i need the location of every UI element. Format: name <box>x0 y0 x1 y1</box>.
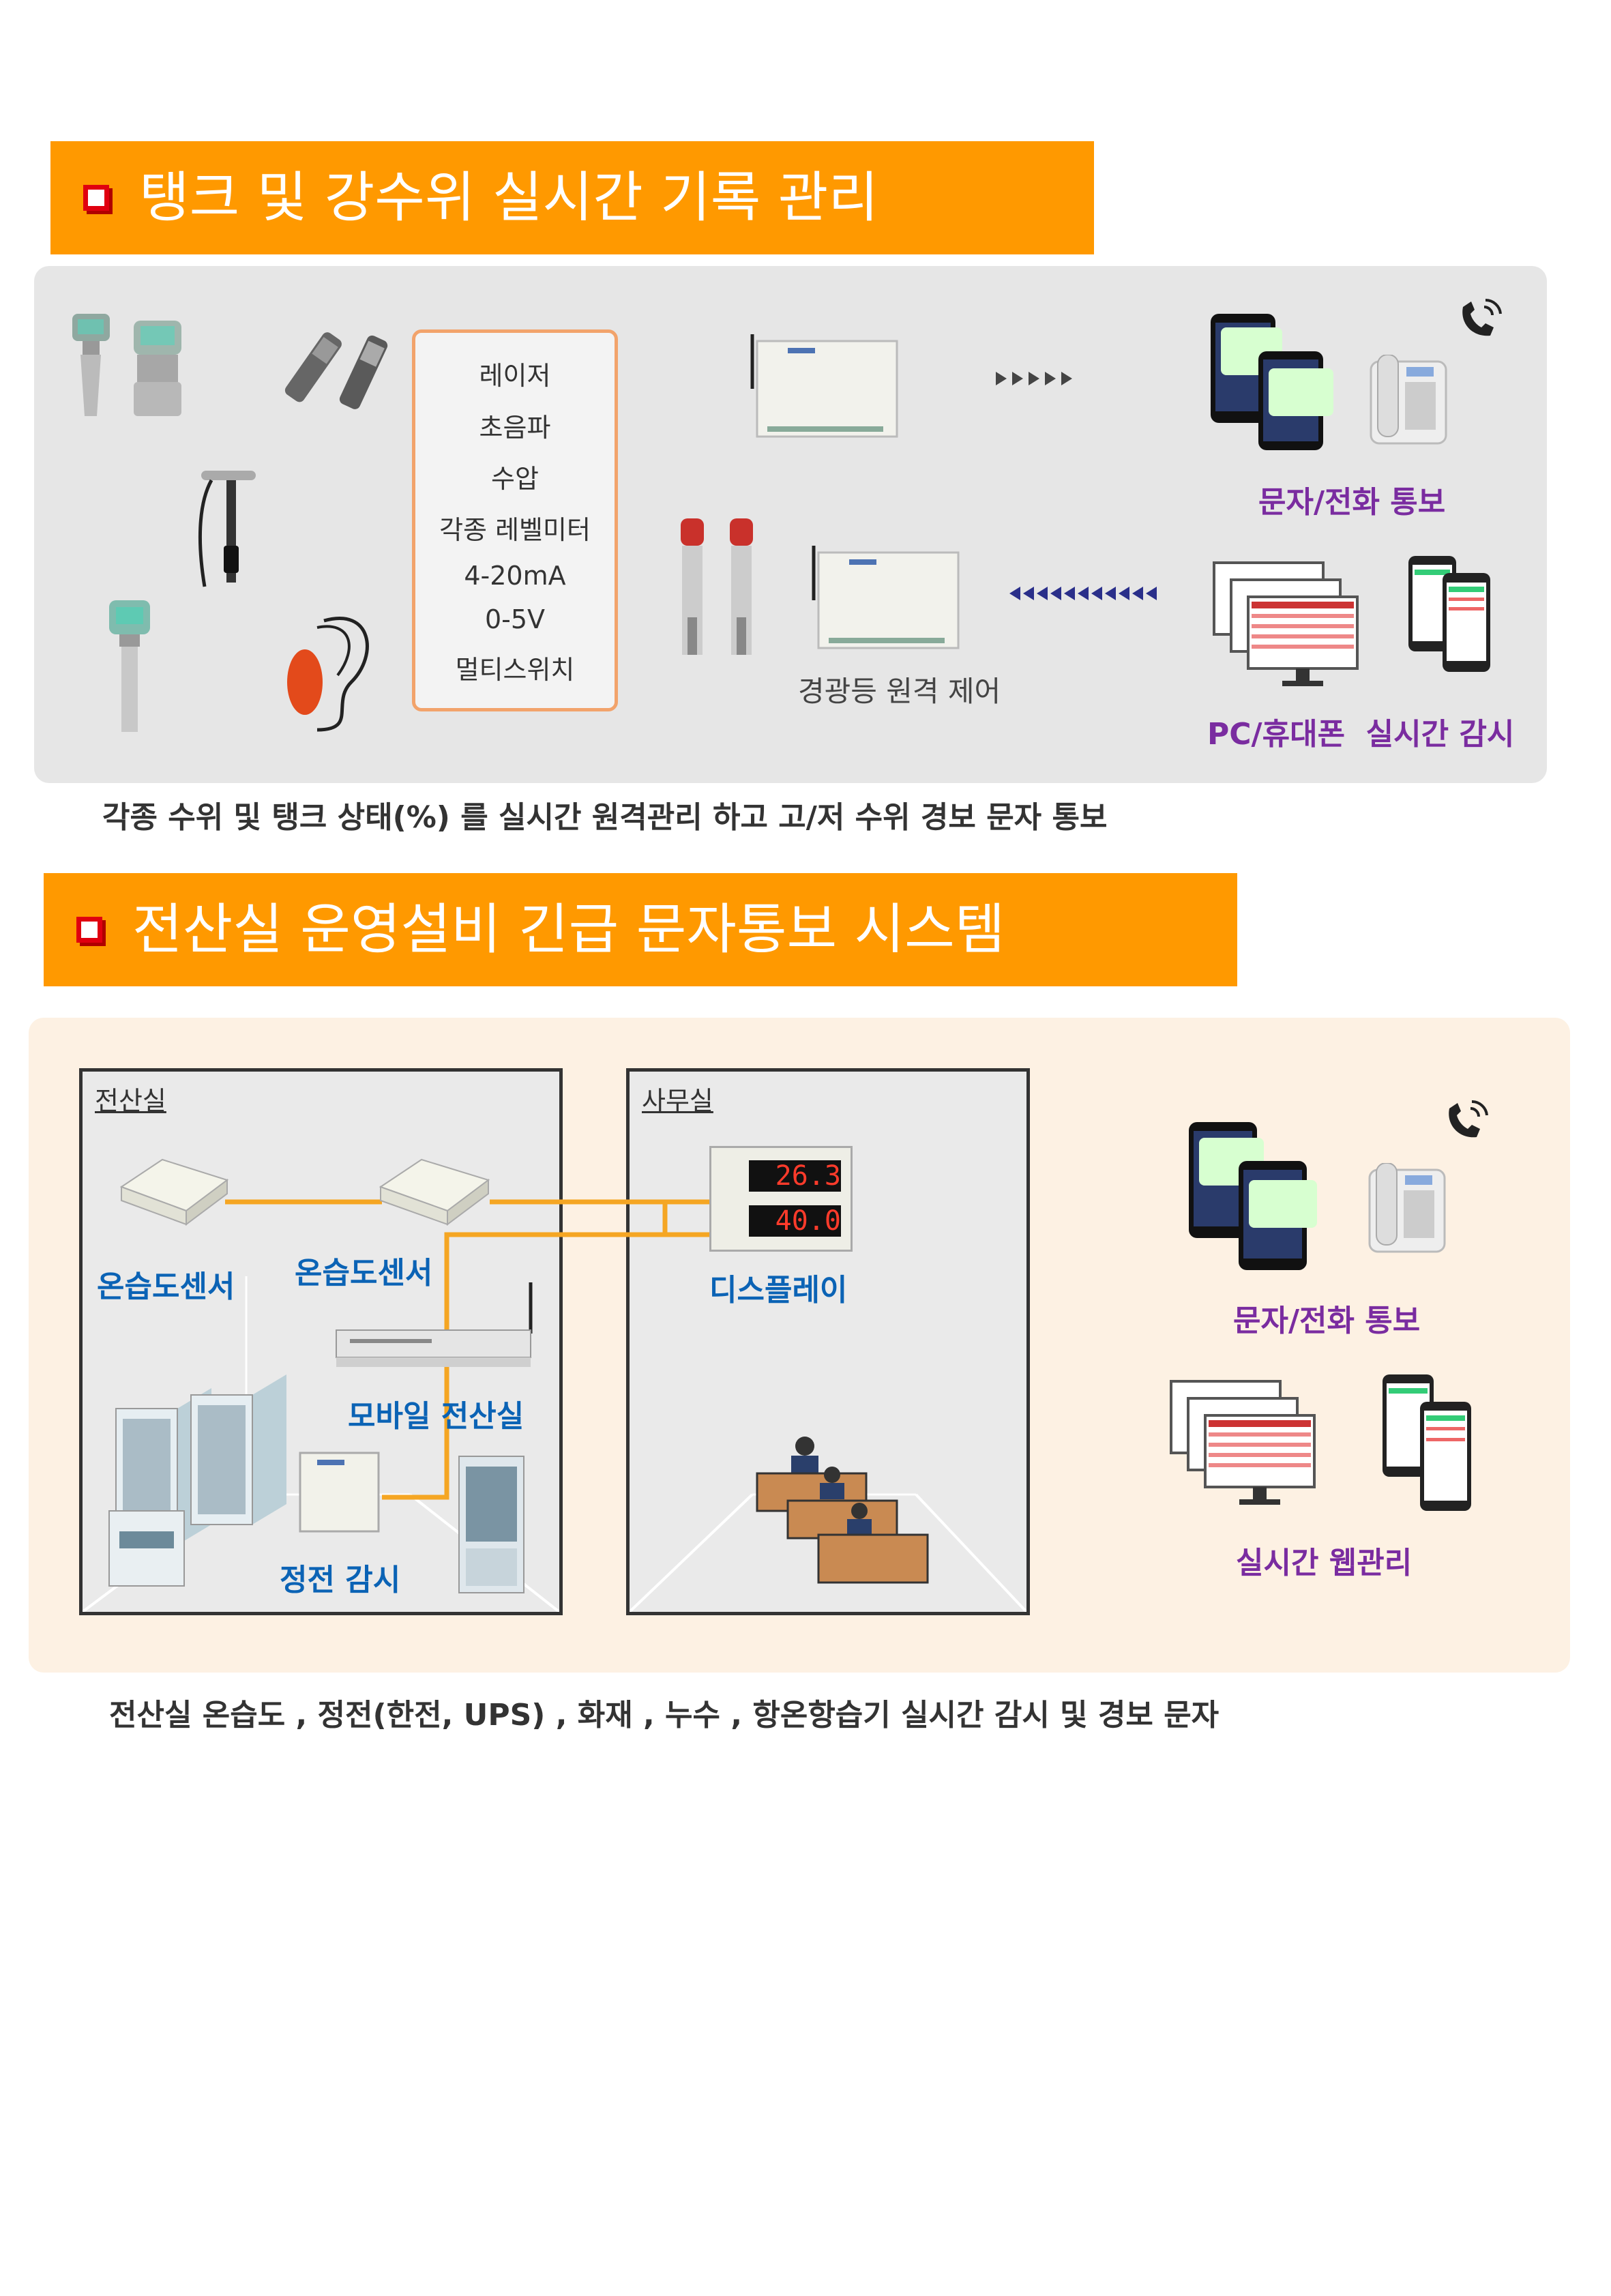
section2-title: 전산실 운영설비 긴급 문자통보 시스템 <box>132 898 1005 961</box>
ultrasonic-sensor-icon <box>109 600 150 732</box>
display-value-2: 40.0 <box>749 1205 841 1237</box>
section1-caption: 각종 수위 및 탱크 상태(%) 를 실시간 원격관리 하고 고/저 수위 경보… <box>102 800 1108 835</box>
sensor-type-laser: 레이저 <box>479 361 551 392</box>
section2-caption: 전산실 온습도 , 정전(한전, UPS) , 화재 , 누수 , 항온항습기 … <box>109 1698 1220 1733</box>
controller-device-2-icon <box>812 546 960 649</box>
office-desks-icon <box>756 1437 929 1584</box>
ups-cabinet-icon <box>458 1456 524 1593</box>
power-monitor-box-icon <box>299 1452 380 1533</box>
sms-phones-icon <box>1211 314 1333 450</box>
sensor-type-levelmeter: 각종 레벨미터 <box>439 515 591 546</box>
cable-float-switch-icon <box>287 617 369 732</box>
sensor1-label: 온습도센서 <box>97 1269 235 1304</box>
sensor-types-box: 레이저 초음파 수압 각종 레벨미터 4-20mA 0-5V 멀티스위치 <box>412 329 618 711</box>
thermo-hygro-sensor-1-icon <box>119 1158 229 1226</box>
phone-call-icon <box>1462 298 1502 336</box>
section2-web-label: 실시간 웹관리 <box>1236 1546 1413 1580</box>
phone-call-icon <box>1449 1100 1488 1138</box>
checkbox-icon <box>76 917 102 943</box>
radar-level-sensor-icon <box>72 314 181 416</box>
sensor-type-multiswitch: 멀티스위치 <box>455 654 575 685</box>
arrow-left-icon <box>1009 587 1157 600</box>
connection-lines <box>225 1199 709 1500</box>
server-rack-icon <box>108 1374 286 1587</box>
mobile-phones-icon <box>1408 556 1490 672</box>
float-switch-icon <box>198 471 256 587</box>
sensor-type-pressure: 수압 <box>491 464 539 495</box>
section1-monitor-label: PC/휴대폰 실시간 감시 <box>1207 717 1515 752</box>
section2-banner: 전산실 운영설비 긴급 문자통보 시스템 <box>44 873 1237 986</box>
telephone-icon <box>1370 355 1447 445</box>
server-room-title: 전산실 <box>95 1086 166 1116</box>
telephone-icon <box>1368 1163 1446 1253</box>
sensor-type-4-20ma: 4-20mA <box>464 560 566 591</box>
arrow-right-icon <box>996 372 1072 385</box>
warning-beacon-icon <box>681 518 753 655</box>
display-value-1: 26.3 <box>749 1160 841 1192</box>
sensor-type-ultrasonic: 초음파 <box>479 412 551 443</box>
controller-device-icon <box>750 334 898 438</box>
led-display: 26.3 40.0 <box>709 1146 853 1252</box>
pc-monitors-icon <box>1213 561 1359 686</box>
pressure-transmitter-icon <box>284 332 388 409</box>
mobile-server-room-device-icon <box>336 1282 533 1367</box>
pc-monitors-icon <box>1170 1380 1316 1505</box>
sensor-type-0-5v: 0-5V <box>484 604 546 635</box>
mobile-server-room-label: 모바일 전산실 <box>348 1399 524 1434</box>
sms-phones-icon <box>1189 1122 1317 1270</box>
section1-banner: 탱크 및 강수위 실시간 기록 관리 <box>50 141 1094 254</box>
power-monitor-label: 정전 감시 <box>280 1563 401 1598</box>
thermo-hygro-sensor-2-icon <box>379 1158 490 1226</box>
mobile-phones-icon <box>1383 1374 1471 1511</box>
office-title: 사무실 <box>642 1086 713 1116</box>
checkbox-icon <box>83 185 109 211</box>
section2-notify-label: 문자/전화 통보 <box>1233 1304 1421 1338</box>
display-label: 디스플레이 <box>709 1273 848 1308</box>
sensor2-label: 온습도센서 <box>295 1256 433 1291</box>
section1-beacon-label: 경광등 원격 제어 <box>798 675 1001 708</box>
section1-notify-label: 문자/전화 통보 <box>1258 485 1446 520</box>
section1-title: 탱크 및 강수위 실시간 기록 관리 <box>139 166 878 229</box>
